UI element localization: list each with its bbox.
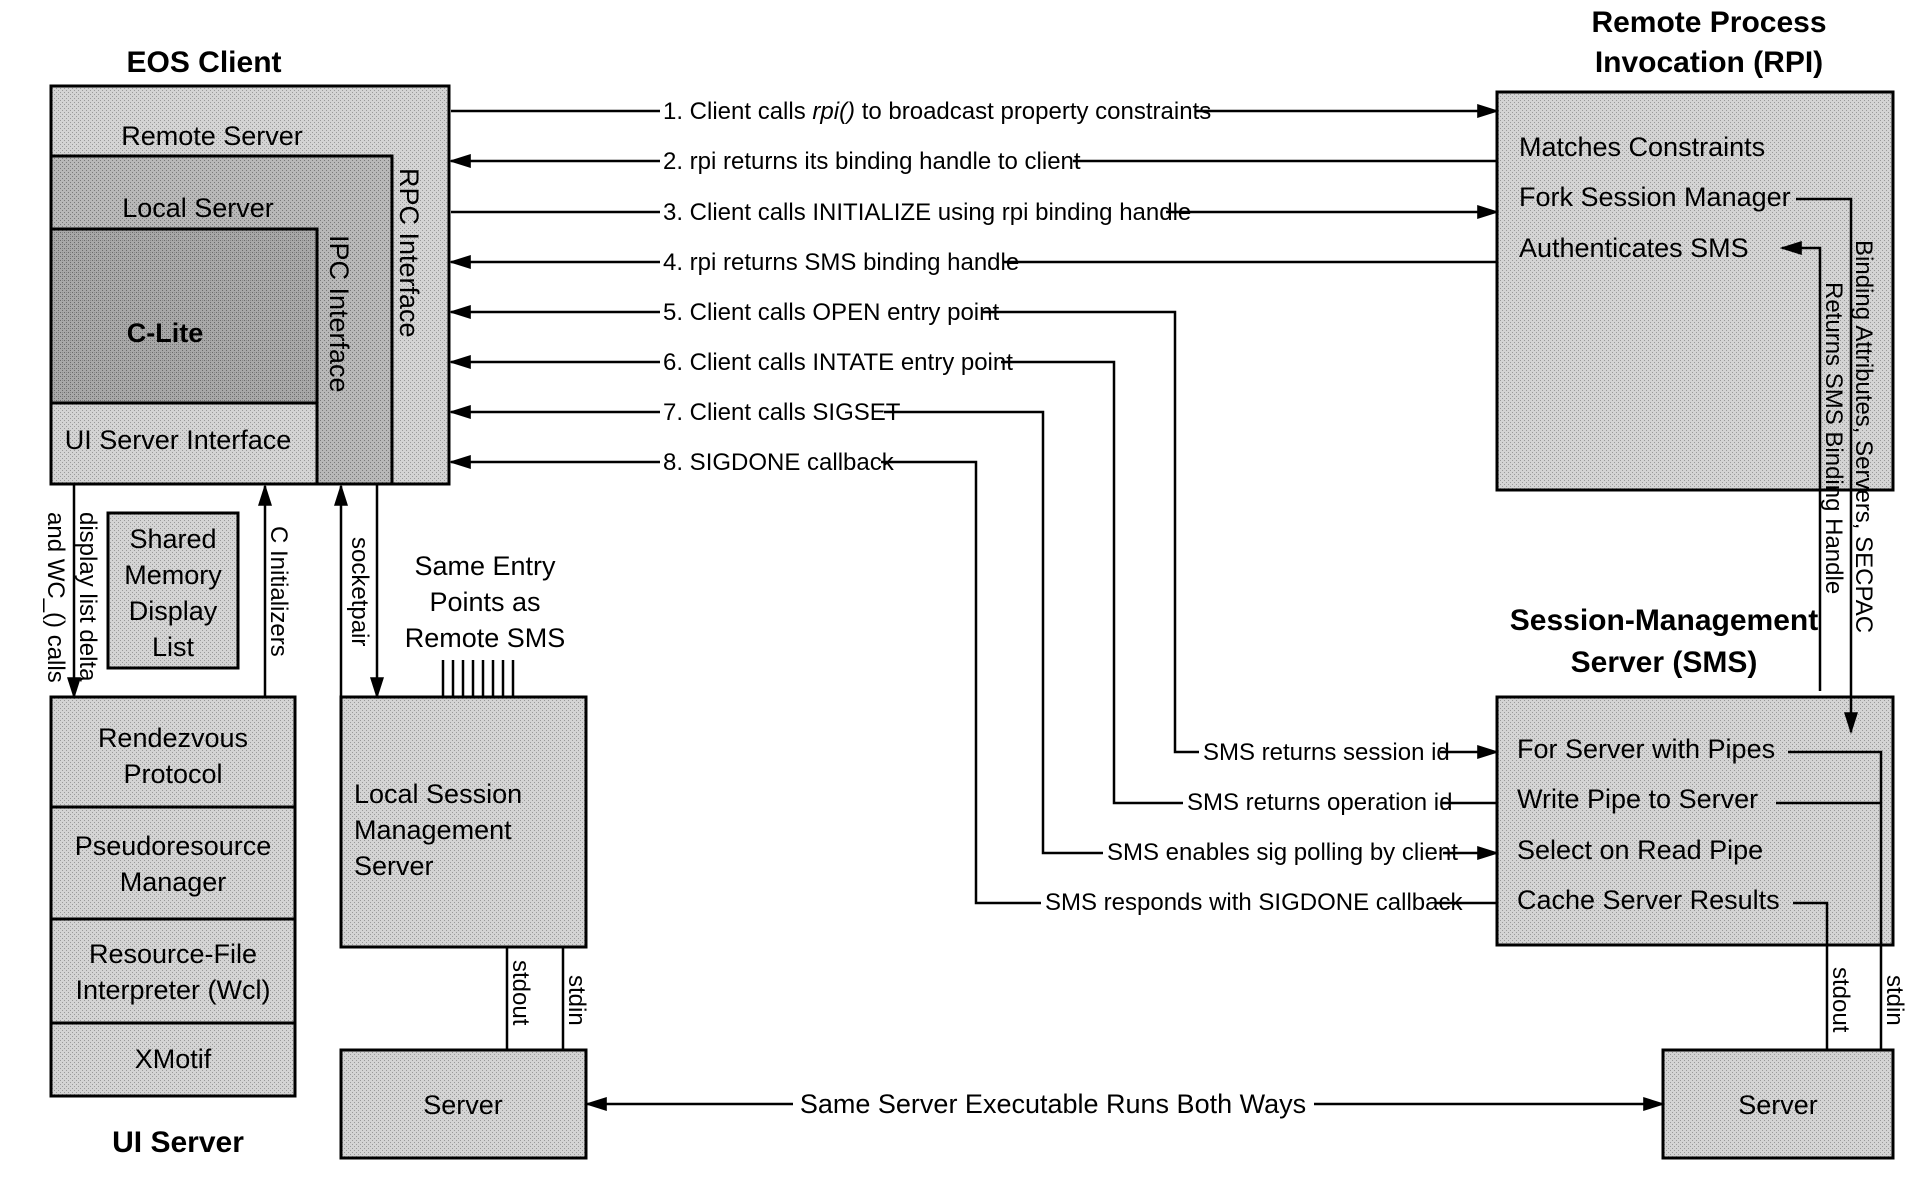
- sms-response-1: SMS returns session id: [1203, 739, 1450, 766]
- message-arrows: 1. Client calls rpi() to broadcast prope…: [448, 98, 1500, 905]
- xmotif-box: [49, 1021, 297, 1098]
- ipc-interface-label: IPC Interface: [324, 235, 354, 393]
- rpi-box: [1495, 90, 1895, 492]
- rpc-interface-label: RPC Interface: [394, 168, 424, 338]
- right-server-label: Server: [1738, 1090, 1818, 1120]
- shared-memory-line3: Display: [129, 596, 218, 626]
- sms-response-2: SMS returns operation id: [1187, 789, 1452, 816]
- entry-point-ticks: [441, 660, 515, 697]
- message-6: 6. Client calls INTATE entry point: [663, 349, 1013, 376]
- right-stdin-label: stdin: [1881, 975, 1908, 1026]
- sms-response-3: SMS enables sig polling by client: [1107, 839, 1458, 866]
- right-stdout-label: stdout: [1827, 967, 1854, 1033]
- ui-server-title: UI Server: [112, 1126, 244, 1159]
- rpi-title-line1: Remote Process: [1591, 6, 1826, 39]
- resource-file-line2: Interpreter (Wcl): [75, 975, 270, 1005]
- same-server-executable-label: Same Server Executable Runs Both Ways: [800, 1089, 1306, 1119]
- local-sms-line2: Management: [354, 815, 512, 845]
- server-both-ways: Same Server Executable Runs Both Ways: [584, 1089, 1666, 1119]
- sms-title-line1: Session-Management: [1510, 604, 1818, 637]
- message-4: 4. rpi returns SMS binding handle: [663, 249, 1019, 276]
- resource-file-line1: Resource-File: [89, 939, 257, 969]
- sms-item-write-pipe: Write Pipe to Server: [1517, 784, 1758, 814]
- local-sms-box: [339, 695, 588, 949]
- rpi-sms-links: Binding Attributes, Servers, SECPAC Retu…: [1779, 197, 1877, 735]
- local-sms-block: Local Session Management Server Same Ent…: [339, 551, 588, 949]
- sms-response-4: SMS responds with SIGDONE callback: [1045, 889, 1463, 916]
- xmotif-label: XMotif: [135, 1044, 212, 1074]
- left-server-box: [339, 1048, 588, 1160]
- ui-server-interface-label: UI Server Interface: [65, 425, 292, 455]
- display-list-label-line1: display list delta: [74, 512, 101, 682]
- shared-memory-line4: List: [152, 632, 195, 662]
- remote-server-label: Remote Server: [121, 121, 303, 151]
- shared-memory-box: [106, 511, 240, 670]
- returns-binding-handle-label: Returns SMS Binding Handle: [1820, 282, 1847, 594]
- left-stdout-label: stdout: [507, 960, 534, 1026]
- socketpair-label: socketpair: [346, 537, 373, 646]
- sms-response-arrows: SMS returns session id SMS returns opera…: [1045, 739, 1500, 916]
- sms-item-cache-results: Cache Server Results: [1517, 885, 1780, 915]
- pseudoresource-line1: Pseudoresource: [75, 831, 272, 861]
- message-3: 3. Client calls INITIALIZE using rpi bin…: [663, 199, 1191, 226]
- rendezvous-box: [49, 695, 297, 809]
- rendezvous-line2: Protocol: [123, 759, 222, 789]
- rpi-item-authenticates-sms: Authenticates SMS: [1519, 233, 1749, 263]
- pseudoresource-box: [49, 805, 297, 921]
- rendezvous-line1: Rendezvous: [98, 723, 248, 753]
- sms-item-select-read-pipe: Select on Read Pipe: [1517, 835, 1763, 865]
- left-stdin-label: stdin: [563, 975, 590, 1026]
- message-5: 5. Client calls OPEN entry point: [663, 299, 999, 326]
- sms-pipes: stdout stdin: [1776, 750, 1908, 1050]
- left-server-label: Server: [423, 1090, 503, 1120]
- local-pipes: stdout stdin: [505, 947, 590, 1050]
- local-sms-line3: Server: [354, 851, 434, 881]
- ui-server-stack: Rendezvous Protocol Pseudoresource Manag…: [49, 695, 297, 1098]
- shared-memory-line2: Memory: [124, 560, 222, 590]
- eos-client-title: EOS Client: [126, 46, 281, 79]
- c-lite-label: C-Lite: [127, 318, 204, 348]
- right-server-box: [1661, 1048, 1895, 1160]
- message-7: 7. Client calls SIGSET: [663, 399, 901, 426]
- message-8: 8. SIGDONE callback: [663, 449, 895, 476]
- rpi-item-matches-constraints: Matches Constraints: [1519, 132, 1765, 162]
- rpi-block: Matches Constraints Fork Session Manager…: [1495, 90, 1895, 492]
- sms-title-line2: Server (SMS): [1571, 646, 1758, 679]
- resource-file-box: [49, 917, 297, 1025]
- message-1: 1. Client calls rpi() to broadcast prope…: [663, 98, 1211, 125]
- local-sms-line1: Local Session: [354, 779, 522, 809]
- display-list-label-line2: and WC_() calls: [42, 512, 69, 683]
- ui-server-interface-box: [49, 401, 319, 486]
- ui-links: display list delta and WC_() calls C Ini…: [42, 483, 384, 700]
- sms-item-for-server-with-pipes: For Server with Pipes: [1517, 734, 1775, 764]
- message-2: 2. rpi returns its binding handle to cli…: [663, 148, 1081, 175]
- eos-client-block: Remote Server Local Server C-Lite UI Ser…: [49, 84, 451, 486]
- entry-points-note-line2: Points as: [429, 587, 540, 617]
- entry-points-note-line3: Remote SMS: [405, 623, 566, 653]
- rpi-title-line2: Invocation (RPI): [1595, 46, 1823, 79]
- shared-memory-line1: Shared: [129, 524, 216, 554]
- shared-memory-block: Shared Memory Display List: [106, 511, 240, 670]
- entry-points-note-line1: Same Entry: [414, 551, 556, 581]
- sms-block: For Server with Pipes Write Pipe to Serv…: [1495, 695, 1895, 947]
- binding-attributes-label: Binding Attributes, Servers, SECPAC: [1850, 240, 1877, 633]
- c-initializers-label: C Initializers: [265, 526, 292, 657]
- pseudoresource-line2: Manager: [120, 867, 227, 897]
- local-server-label: Local Server: [122, 193, 274, 223]
- rpi-item-fork-session-manager: Fork Session Manager: [1519, 182, 1791, 212]
